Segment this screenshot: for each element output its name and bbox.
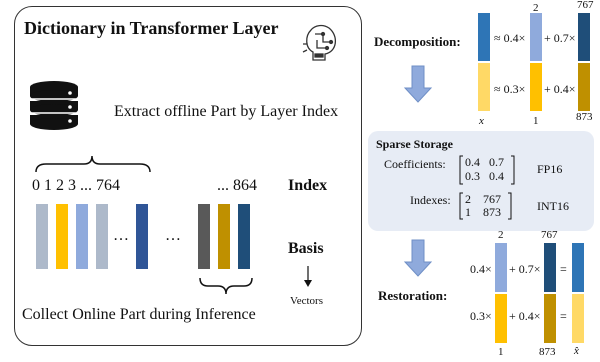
rest-row1-coef-b: + 0.7× (509, 262, 541, 276)
rest-row2-eq: = (560, 309, 567, 323)
basis-vector-online-c (238, 204, 250, 269)
sparse-storage-box (368, 131, 594, 231)
coef-row1: 0.4 0.7 (465, 155, 504, 169)
index-numbers-right: ... 864 (217, 177, 257, 194)
rest-row2-coef-a: 0.3× (470, 309, 492, 323)
restoration-label: Restoration: (378, 288, 448, 303)
ellipsis-a: … (113, 227, 129, 244)
decomp-basis-1 (530, 63, 542, 111)
coef-label: Coefficients: (384, 157, 446, 171)
basis-vector-0 (36, 204, 48, 269)
basis-vector-3 (96, 204, 108, 269)
rest-row2-coef-b: + 0.4× (509, 309, 541, 323)
vectors-label: Vectors (290, 295, 323, 307)
coef-type: FP16 (537, 162, 563, 176)
decomp-index-top-b: 767 (577, 0, 594, 11)
decomp-x-top (478, 13, 490, 61)
decomp-row2-coef-a: ≈ 0.3× (494, 82, 526, 96)
idx-type: INT16 (537, 199, 569, 213)
rest-index-bottom-b: 873 (539, 346, 556, 358)
decomp-basis-2 (530, 13, 542, 61)
rest-xhat-bottom (572, 294, 584, 343)
extract-label: Extract offline Part by Layer Index (114, 103, 339, 120)
decomp-basis-873 (578, 63, 590, 111)
decomp-row1-coef-a: ≈ 0.4× (494, 31, 526, 45)
rest-xhat-label: x̂ (574, 345, 579, 357)
rest-basis-2 (495, 243, 507, 292)
idx-row1: 2 767 (465, 192, 501, 206)
decomp-row1-coef-b: + 0.7× (544, 31, 576, 45)
idx-row2: 1 873 (465, 205, 501, 219)
rest-basis-767 (544, 243, 556, 292)
decomp-row2-coef-b: + 0.4× (544, 82, 576, 96)
decomp-x-label: x (479, 115, 484, 127)
panel-title: Dictionary in Transformer Layer (24, 18, 279, 38)
rest-index-bottom-a: 1 (498, 346, 504, 358)
rest-row1-coef-a: 0.4× (470, 262, 492, 276)
index-heading: Index (288, 177, 328, 194)
decomp-x-bottom (478, 63, 490, 111)
dictionary-panel (14, 6, 362, 346)
collect-label: Collect Online Part during Inference (22, 306, 256, 323)
basis-vector-2 (76, 204, 88, 269)
basis-vector-online-a (198, 204, 210, 269)
rest-row1-eq: = (560, 262, 567, 276)
decomp-basis-767 (578, 13, 590, 61)
sparse-title: Sparse Storage (376, 137, 453, 151)
idx-label: Indexes: (410, 193, 451, 207)
basis-vector-1 (56, 204, 68, 269)
rest-index-top-b: 767 (541, 229, 558, 241)
ellipsis-b: … (165, 227, 181, 244)
rest-xhat-top (572, 243, 584, 292)
index-numbers: 0 1 2 3 ... 764 (32, 177, 120, 194)
basis-heading: Basis (288, 240, 324, 257)
decomp-index-top-a: 2 (533, 2, 539, 14)
rest-index-top-a: 2 (498, 229, 504, 241)
decomp-index-bottom-a: 1 (533, 115, 539, 127)
rest-basis-873 (544, 294, 556, 343)
rest-basis-1 (495, 294, 507, 343)
decomp-index-bottom-b: 873 (576, 111, 593, 123)
basis-vector-online-b (218, 204, 230, 269)
decomposition-label: Decomposition: (374, 34, 461, 49)
basis-vector-764 (136, 204, 148, 269)
coef-row2: 0.3 0.4 (465, 169, 504, 183)
